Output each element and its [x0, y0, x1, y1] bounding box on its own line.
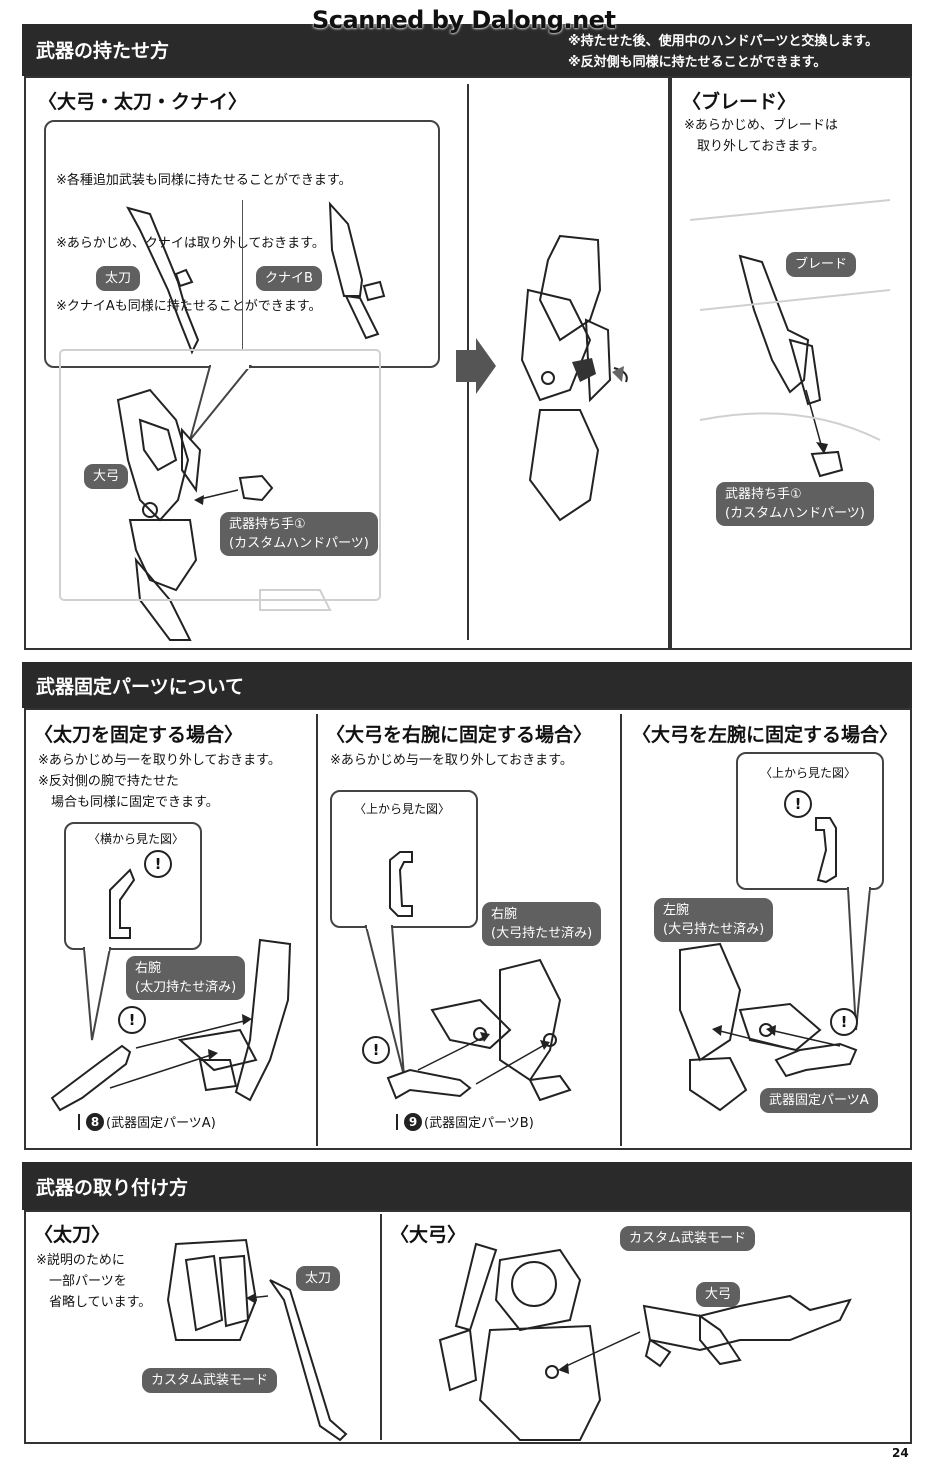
view-label: 〈横から見た図〉	[88, 832, 185, 846]
view-pointer	[82, 947, 112, 1041]
daikyu-attach-drawing	[438, 1242, 852, 1441]
note-line: ※各種追加武装も同様に持たせることができます。	[56, 173, 352, 188]
column-notes: ※あらかじめ与一を取り外しておきます。 ※反対側の腕で持たせた 場合も同様に固定…	[38, 753, 281, 810]
column-title: 〈太刀〉	[34, 1224, 111, 1246]
note-line: ※クナイAも同様に持たせることができます。	[56, 299, 322, 314]
arrow-right-icon	[456, 338, 496, 394]
watermark: Scanned by Dalong.net	[312, 6, 616, 34]
part-b-top-view	[389, 851, 413, 917]
label-kunai-b: クナイB	[256, 266, 322, 291]
part-a-side-view	[109, 868, 136, 939]
daikyu-drawing	[116, 388, 274, 641]
part-number-badge: 8	[86, 1112, 104, 1131]
column-title: 〈太刀を固定する場合〉	[34, 724, 244, 746]
warning-icon: !	[144, 850, 172, 878]
label-custom-mode: カスタム武装モード	[620, 1226, 756, 1251]
panel-note: ※あらかじめ、ブレードは 取り外しておきます。	[684, 118, 838, 154]
tachi-drawing	[125, 206, 200, 355]
note-line: ※あらかじめ、クナイは取り外しておきます。	[56, 236, 325, 251]
label-daikyu: 大弓	[696, 1282, 741, 1307]
part-label: (武器固定パーツA)	[106, 1116, 216, 1131]
callout-bar	[396, 1113, 398, 1130]
warning-icon: !	[784, 790, 812, 818]
assembled-drawing	[520, 234, 628, 522]
warning-icon: !	[362, 1036, 390, 1064]
column-divider	[316, 714, 318, 1146]
part-callout: 9 (武器固定パーツB)	[396, 1112, 534, 1131]
blade-drawing	[689, 199, 891, 478]
label-right-arm: 右腕 (大弓持たせ済み)	[482, 902, 602, 946]
view-label: 〈上から見た図〉	[354, 802, 451, 816]
column-divider	[620, 714, 622, 1146]
label-right-arm: 右腕 (太刀持たせ済み)	[126, 956, 246, 1000]
column-title: 〈大弓を左腕に固定する場合〉	[632, 724, 899, 746]
label-blade: ブレード	[786, 252, 857, 277]
callout-bar	[78, 1113, 80, 1130]
column-title: 〈大弓〉	[390, 1224, 467, 1246]
view-bubble	[64, 822, 202, 950]
label-weapon-hand: 武器持ち手① (カスタムハンドパーツ)	[716, 482, 874, 526]
label-tachi: 太刀	[96, 266, 141, 291]
label-daikyu: 大弓	[84, 464, 129, 489]
panel-title: 〈ブレード〉	[682, 91, 797, 113]
callout-notes: ※各種追加武装も同様に持たせることができます。 ※あらかじめ、クナイは取り外して…	[56, 128, 352, 338]
tachi-attach-drawing	[166, 1238, 348, 1442]
section-title: 武器固定パーツについて	[36, 675, 245, 698]
note-line: ※持たせた後、使用中のハンドパーツと交換します。	[568, 34, 879, 49]
label-custom-mode: カスタム武装モード	[142, 1368, 278, 1393]
background-ghost	[59, 349, 381, 611]
section-title: 武器の持たせ方	[36, 40, 170, 62]
view-pointer	[846, 887, 872, 1031]
note-line: ※反対側も同様に持たせることができます。	[568, 55, 827, 70]
section-header-holding: 武器の持たせ方	[22, 24, 912, 76]
section-notes: ※持たせた後、使用中のハンドパーツと交換します。 ※反対側も同様に持たせることが…	[568, 31, 878, 73]
column-note: ※説明のために 一部パーツを 省略しています。	[36, 1253, 152, 1310]
label-fixing-part-a: 武器固定パーツA	[760, 1088, 878, 1113]
warning-icon: !	[118, 1006, 146, 1034]
column-title: 〈大弓を右腕に固定する場合〉	[326, 724, 593, 746]
column-divider	[380, 1214, 382, 1440]
warning-icon: !	[830, 1008, 858, 1036]
col3-drawing	[679, 942, 858, 1112]
col1-drawing	[50, 938, 292, 1112]
part-callout: 8 (武器固定パーツA)	[78, 1112, 216, 1131]
label-weapon-hand: 武器持ち手① (カスタムハンドパーツ)	[220, 512, 378, 556]
view-label: 〈上から見た図〉	[760, 766, 857, 780]
part-number-badge: 9	[404, 1112, 422, 1131]
view-bubble	[736, 752, 884, 890]
label-left-arm: 左腕 (大弓持たせ済み)	[654, 898, 774, 942]
column-notes: ※あらかじめ与一を取り外しておきます。	[330, 753, 573, 768]
page-number: 24	[892, 1446, 909, 1460]
section-title: 武器の取り付け方	[36, 1176, 189, 1199]
kunai-drawing	[328, 201, 386, 340]
part-label: (武器固定パーツB)	[424, 1116, 534, 1131]
col2-drawing	[386, 958, 572, 1102]
callout-pointer	[189, 365, 253, 441]
label-tachi: 太刀	[296, 1266, 341, 1291]
section-header-fixing-parts: 武器固定パーツについて	[22, 662, 912, 708]
attaching-body	[24, 1210, 912, 1444]
panel-blade	[670, 76, 912, 650]
section-header-attaching: 武器の取り付け方	[22, 1162, 912, 1210]
part-a-top-view	[815, 817, 837, 884]
panel-title: 〈大弓・太刀・クナイ〉	[38, 91, 248, 113]
bubble-divider	[242, 200, 243, 350]
view-pointer	[364, 925, 405, 1077]
